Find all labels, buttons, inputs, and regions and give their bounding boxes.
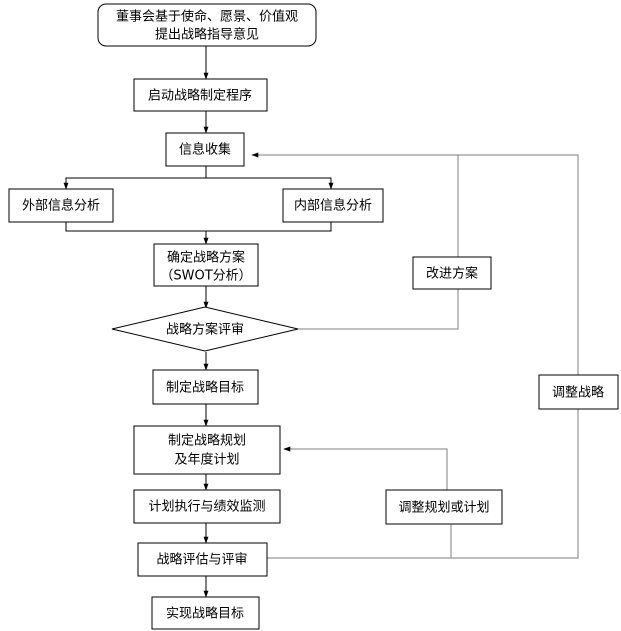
split-line bbox=[63, 166, 207, 190]
node-determine-plan: 确定战略方案 （SWOT分析） bbox=[153, 243, 259, 287]
node-improve-plan-label: 改进方案 bbox=[426, 266, 478, 282]
node-info-collection: 信息收集 bbox=[165, 132, 245, 167]
node-planning: 制定战略规划 及年度计划 bbox=[133, 425, 281, 475]
node-external-analysis-label: 外部信息分析 bbox=[22, 198, 100, 214]
node-determine-plan-line-2: （SWOT分析） bbox=[160, 269, 251, 284]
node-determine-plan-line-1: 确定战略方案 bbox=[167, 250, 245, 266]
node-adjust-plans-label: 调整规划或计划 bbox=[398, 501, 489, 516]
node-board-guidance-line-2: 提出战略指导意见 bbox=[155, 27, 259, 43]
node-adjust-strategy-label: 调整战略 bbox=[552, 385, 604, 401]
node-achieve-goals: 实现战略目标 bbox=[151, 596, 260, 630]
node-adjust-plans: 调整规划或计划 bbox=[385, 489, 503, 525]
feedback-adjust-plans-to-planning bbox=[283, 446, 448, 490]
node-evaluation: 战略评估与评审 bbox=[137, 542, 268, 577]
node-info-collection-label: 信息收集 bbox=[179, 142, 231, 158]
node-planning-line-2: 及年度计划 bbox=[174, 452, 239, 468]
node-set-goals: 制定战略目标 bbox=[152, 369, 259, 405]
node-board-guidance-line-1: 董事会基于使命、愿景、价值观 bbox=[116, 9, 298, 25]
node-start-procedure-label: 启动战略制定程序 bbox=[148, 88, 252, 104]
node-board-guidance: 董事会基于使命、愿景、价值观 提出战略指导意见 bbox=[97, 3, 317, 47]
node-achieve-goals-label: 实现战略目标 bbox=[166, 606, 244, 622]
connectors bbox=[63, 46, 579, 598]
feedback-review-to-improve bbox=[298, 289, 459, 330]
node-evaluation-label: 战略评估与评审 bbox=[156, 552, 247, 568]
node-execution-monitoring-label: 计划执行与绩效监测 bbox=[148, 500, 265, 515]
feedback-adjust-strategy-to-collect bbox=[251, 152, 579, 375]
node-internal-analysis-label: 内部信息分析 bbox=[294, 198, 372, 214]
node-internal-analysis: 内部信息分析 bbox=[282, 188, 384, 223]
node-external-analysis: 外部信息分析 bbox=[8, 188, 114, 223]
node-start-procedure: 启动战略制定程序 bbox=[133, 78, 268, 112]
split-line-right bbox=[206, 177, 334, 190]
node-planning-line-1: 制定战略规划 bbox=[168, 433, 246, 449]
node-plan-review-label: 战略方案评审 bbox=[166, 322, 244, 338]
node-adjust-strategy: 调整战略 bbox=[538, 374, 619, 410]
node-set-goals-label: 制定战略目标 bbox=[166, 380, 244, 396]
node-improve-plan: 改进方案 bbox=[412, 256, 492, 290]
merge-line bbox=[65, 222, 332, 232]
node-execution-monitoring: 计划执行与绩效监测 bbox=[133, 489, 281, 524]
node-plan-review: 战略方案评审 bbox=[111, 306, 299, 352]
feedback-eval-to-adjust-strategy bbox=[267, 409, 579, 559]
